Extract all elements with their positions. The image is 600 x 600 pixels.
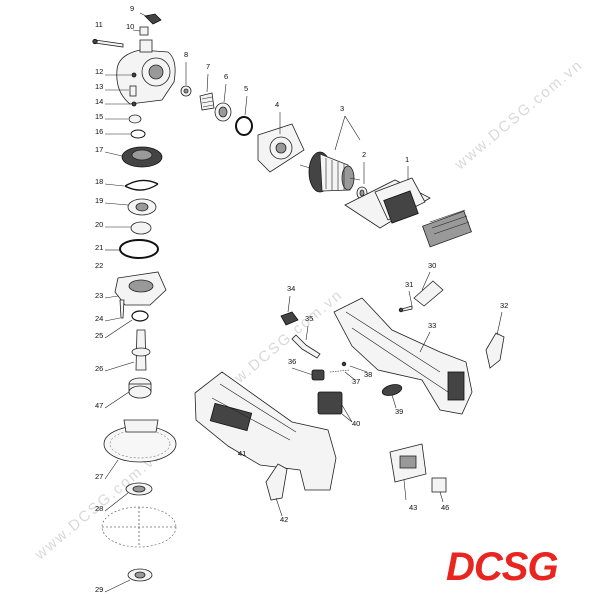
part-label-31: 31: [405, 280, 413, 289]
part-label-11: 11: [95, 20, 103, 29]
part-label-40: 40: [352, 419, 360, 428]
brand-logo: DCSG: [446, 545, 559, 589]
part-label-10: 10: [126, 22, 134, 31]
part-label-27: 27: [95, 472, 103, 481]
part-label-24: 24: [95, 314, 103, 323]
part-12-pin: [105, 72, 137, 78]
part-label-1: 1: [405, 155, 409, 164]
part-43-terminal: [389, 443, 427, 501]
part-label-8: 8: [184, 50, 188, 59]
part-label-23: 23: [95, 291, 103, 300]
part-label-37: 37: [352, 377, 360, 386]
watermark-text: www.DCSG.com.vn: [451, 56, 587, 174]
part-3-armature: [299, 151, 361, 193]
part-label-28: 28: [95, 504, 103, 513]
part-label-7: 7: [206, 62, 210, 71]
part-47-collar: [104, 377, 152, 409]
part-37-spring: [329, 369, 351, 373]
part-24-screw: [104, 299, 125, 322]
part-label-2: 2: [362, 150, 366, 159]
part-label-30: 30: [428, 261, 436, 270]
part-label-33: 33: [428, 321, 436, 330]
part-26-spindle: [104, 329, 151, 372]
part-label-32: 32: [500, 301, 508, 310]
part-18-retaining-ring: [104, 179, 159, 191]
part-23-bearing-box: [104, 271, 167, 306]
part-32-hook: [485, 332, 505, 369]
part-label-42: 42: [280, 515, 288, 524]
part-disc-dashed: [101, 506, 177, 548]
part-16-ring: [105, 129, 146, 139]
part-label-5: 5: [244, 84, 248, 93]
part-9-lever: [139, 12, 162, 25]
part-label-29: 29: [95, 585, 103, 594]
part-5-oring: [235, 116, 253, 136]
part-13-pin: [105, 85, 137, 97]
part-21-oring: [105, 239, 159, 259]
part-31-screw: [398, 305, 413, 313]
part-39-button: [381, 384, 403, 396]
part-17-spiral-bevel-gear: [104, 146, 163, 168]
part-label-21: 21: [95, 243, 103, 252]
part-34-lock: [280, 311, 299, 326]
part-10-bolt: [132, 26, 149, 36]
part-19-bearing: [104, 198, 157, 216]
part-15-washer: [105, 114, 142, 124]
part-label-34: 34: [287, 284, 295, 293]
part-label-3: 3: [340, 104, 344, 113]
part-46-label: [431, 477, 447, 503]
part-1-stator-assembly: [344, 177, 472, 248]
part-label-12: 12: [95, 67, 103, 76]
part-label-20: 20: [95, 220, 103, 229]
part-label-39: 39: [395, 407, 403, 416]
part-42-hook: [265, 463, 288, 501]
part-label-47: 47: [95, 401, 103, 410]
part-label-9: 9: [130, 4, 134, 13]
part-label-14: 14: [95, 97, 103, 106]
part-11-screw: [92, 38, 124, 48]
part-label-25: 25: [95, 331, 103, 340]
part-25-ring: [104, 310, 149, 339]
part-label-41: 41: [238, 449, 246, 458]
part-gear-housing: [116, 39, 176, 105]
part-28-inner-flange: [104, 482, 153, 512]
part-label-35: 35: [305, 314, 313, 323]
part-27-wheel-guard: [103, 419, 177, 480]
part-35-rod: [291, 334, 321, 359]
part-41-housing-left: [194, 371, 337, 491]
part-label-19: 19: [95, 196, 103, 205]
part-8-nut: [180, 85, 192, 97]
part-29-lock-nut: [104, 568, 153, 593]
part-30-nameplate: [413, 280, 444, 307]
part-label-13: 13: [95, 82, 103, 91]
part-label-17: 17: [95, 145, 103, 154]
part-label-46: 46: [441, 503, 449, 512]
part-40-switch: [317, 391, 353, 423]
part-label-26: 26: [95, 364, 103, 373]
part-label-22: 22: [95, 261, 103, 270]
part-36-slider: [311, 369, 325, 381]
part-38-screw: [341, 361, 347, 367]
part-label-38: 38: [364, 370, 372, 379]
part-label-15: 15: [95, 112, 103, 121]
part-label-4: 4: [275, 100, 279, 109]
part-4-bearing-box: [257, 123, 305, 173]
part-label-18: 18: [95, 177, 103, 186]
part-6-bearing: [214, 102, 232, 122]
part-label-16: 16: [95, 127, 103, 136]
part-label-36: 36: [288, 357, 296, 366]
part-7-pinion: [199, 92, 215, 111]
part-14-screw: [105, 101, 137, 107]
part-label-6: 6: [224, 72, 228, 81]
part-label-43: 43: [409, 503, 417, 512]
part-33-housing-right: [333, 297, 473, 415]
part-20-bearing: [105, 221, 152, 235]
